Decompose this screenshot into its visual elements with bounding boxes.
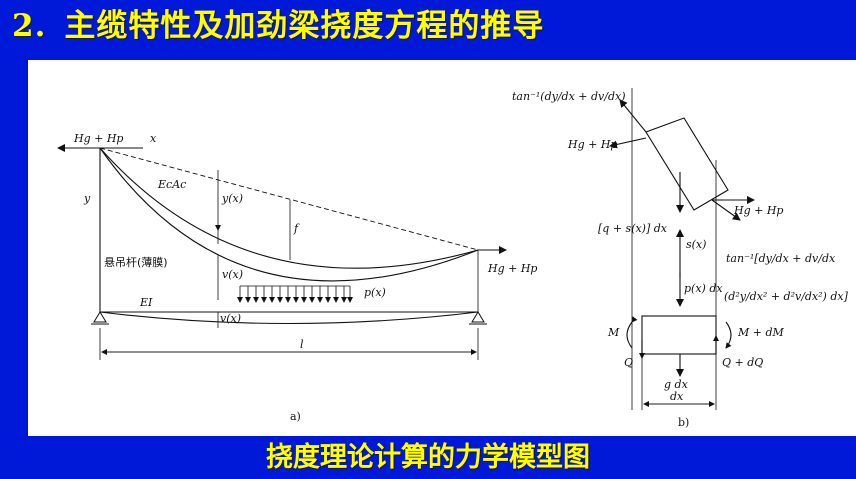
beam-deflected-curve	[99, 311, 479, 325]
moment-left-label: M	[607, 326, 620, 339]
hg-hp-left-label: Hg + Hp	[73, 132, 123, 145]
moment-right-arrow	[725, 321, 732, 349]
yx-label: y(x)	[221, 192, 243, 205]
q-plus-s-label: [q + s(x)] dx	[598, 222, 668, 235]
moment-right-label: M + dM	[737, 326, 785, 339]
panel-a: Hg + Hp x y EcAc y(x) f v(x) 悬吊杆(薄膜) Hg …	[57, 132, 537, 423]
right-support-icon	[471, 311, 485, 323]
p-dx-label: p(x) dx	[684, 282, 723, 295]
hg-hp-upper-left-label: Hg + Hp	[567, 138, 617, 151]
load-label: p(x)	[364, 286, 386, 299]
mechanics-figure: Hg + Hp x y EcAc y(x) f v(x) 悬吊杆(薄膜) Hg …	[28, 60, 856, 436]
weight-label: g dx	[664, 378, 689, 391]
slide-title: 2. 主缆特性及加劲梁挠度方程的推导	[12, 2, 544, 50]
hg-hp-right-label: Hg + Hp	[487, 262, 537, 275]
span-label: l	[300, 338, 304, 351]
hg-hp-lower-right-label: Hg + Hp	[733, 204, 783, 217]
title-text: 主缆特性及加劲梁挠度方程的推导	[64, 8, 545, 44]
beam-element-block	[641, 315, 717, 355]
upper-tension-arrow	[619, 99, 647, 133]
vx-upper-label: v(x)	[222, 268, 243, 281]
moment-left-arrow	[626, 316, 638, 349]
distributed-load-arrows	[237, 285, 353, 303]
shear-left-label: Q	[624, 356, 633, 369]
panel-b: tan⁻¹(dy/dx + dv/dx) Hg + Hp Hg + Hp [q …	[512, 88, 849, 429]
lower-tension-arrow	[711, 199, 741, 221]
beam-ei-label: EI	[139, 296, 153, 309]
s-x-label: s(x)	[686, 238, 706, 251]
vx-lower-label: v(x)	[220, 312, 241, 325]
cable-segment-block	[645, 117, 729, 211]
sag-label: f	[293, 222, 300, 235]
panel-b-label: b)	[678, 416, 689, 429]
cable-props-label: EcAc	[157, 178, 186, 191]
section-number: 2.	[12, 8, 47, 44]
slide-caption: 挠度理论计算的力学模型图	[266, 442, 590, 473]
cable-deflected-curve	[99, 147, 479, 282]
panel-a-label: a)	[290, 410, 301, 423]
x-axis-label: x	[150, 132, 157, 145]
cable-initial-curve	[99, 147, 479, 269]
dx-label: dx	[670, 390, 684, 403]
left-support-icon	[93, 311, 107, 323]
shear-right-label: Q + dQ	[722, 356, 763, 369]
tan-lower-label: tan⁻¹[dy/dx + dv/dx	[726, 252, 836, 265]
cable-chord-line	[99, 147, 479, 251]
y-axis-label: y	[83, 192, 91, 205]
upper-horizontal-arrow	[609, 137, 647, 149]
figure-svg: Hg + Hp x y EcAc y(x) f v(x) 悬吊杆(薄膜) Hg …	[57, 88, 849, 429]
tan-top-label: tan⁻¹(dy/dx + dv/dx)	[512, 90, 626, 103]
second-derivative-label: (d²y/dx² + d²v/dx²) dx]	[724, 290, 849, 303]
hanger-label: 悬吊杆(薄膜)	[104, 255, 168, 269]
